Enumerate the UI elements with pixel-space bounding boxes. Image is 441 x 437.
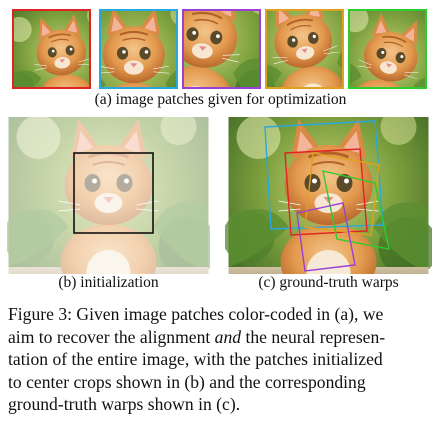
kitten-patch-image	[267, 11, 342, 87]
warp-blue	[264, 120, 384, 230]
figure-caption-line-3: tation of the entire image, with the pat…	[8, 349, 383, 369]
warp-purple	[296, 202, 356, 272]
patch-blue	[99, 9, 178, 89]
patch-orange	[265, 9, 344, 89]
subfigure-caption-c: (c) ground-truth warps	[258, 274, 399, 291]
caption-emphasis: and	[214, 326, 242, 347]
figure-caption-line-2: aim to recover the alignment and the neu…	[8, 326, 436, 349]
figure-caption-line-1: Figure 3: Given image patches color-code…	[8, 304, 384, 324]
patch-row	[12, 7, 432, 91]
figure-caption: Figure 3: Given image patches color-code…	[8, 303, 436, 416]
caption-text: aim to recover the alignment	[8, 326, 215, 347]
warp-orange	[304, 152, 380, 236]
figure-caption-line-5: ground-truth warps shown in (c).	[8, 394, 241, 414]
kitten-patch-image	[14, 11, 89, 87]
kitten-patch-image	[350, 11, 425, 87]
subfigure-caption-b: (b) initialization	[58, 274, 159, 291]
subfigure-caption-a: (a) image patches given for optimization	[94, 91, 347, 108]
caption-text: the neural represen-	[241, 326, 386, 347]
ground-truth-panel	[225, 117, 432, 274]
patch-purple	[182, 9, 261, 89]
initialization-image	[7, 117, 210, 274]
warp-green	[322, 170, 390, 250]
center-crop-box	[73, 152, 154, 234]
kitten-patch-image	[101, 11, 176, 87]
ground-truth-image	[225, 117, 432, 274]
initialization-panel	[7, 117, 210, 274]
kitten-patch-image	[184, 11, 259, 87]
patch-green	[348, 9, 427, 89]
warp-red	[284, 148, 368, 236]
patch-red	[12, 9, 91, 89]
figure-caption-line-4: to center crops shown in (b) and the cor…	[8, 371, 366, 392]
